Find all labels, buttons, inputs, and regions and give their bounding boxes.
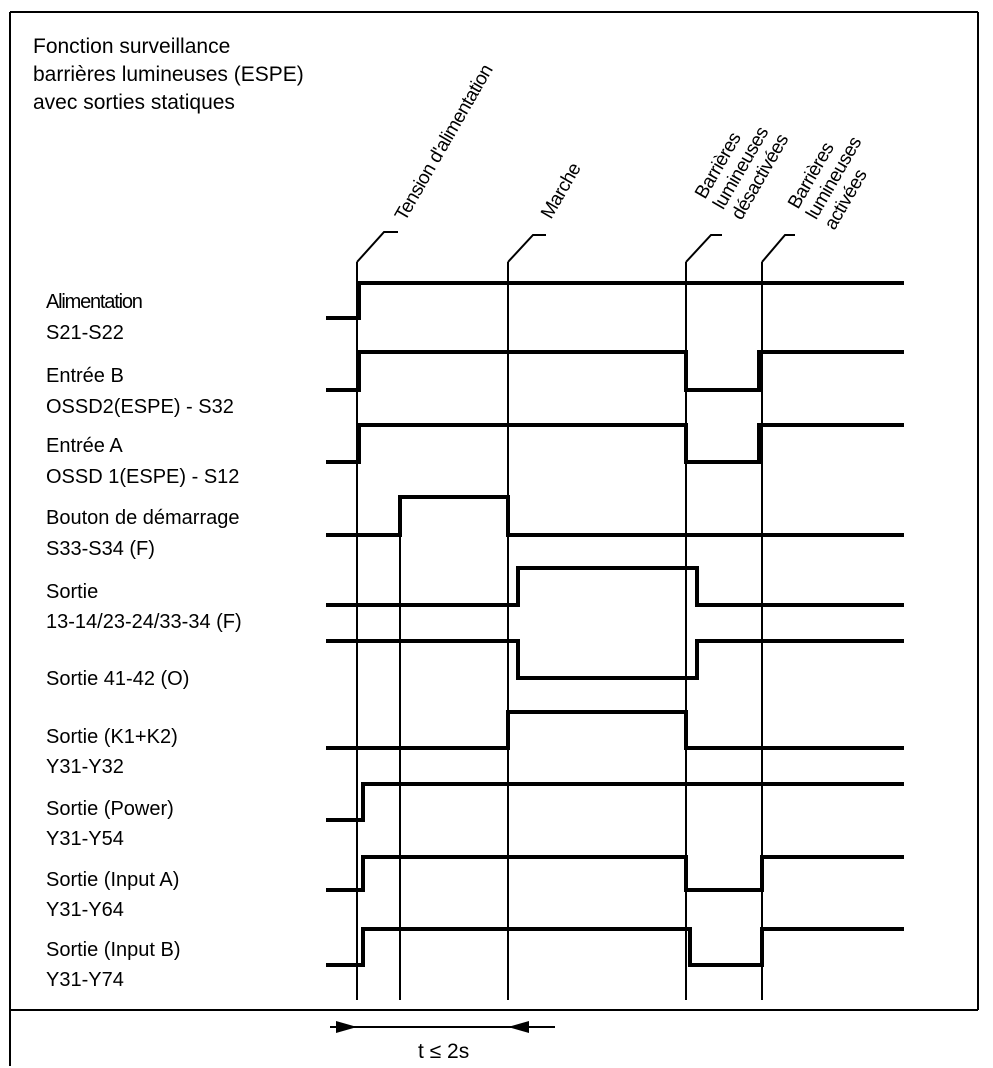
- waveforms: [326, 281, 904, 967]
- waveform-entree-a: [326, 423, 904, 464]
- signal-4-name: Bouton de démarrage: [46, 507, 239, 529]
- arrow-left-icon: [508, 1021, 529, 1033]
- signal-2-name: Entrée B: [46, 365, 124, 387]
- title-line-2: barrières lumineuses (ESPE): [33, 63, 304, 86]
- signal-5-name: Sortie: [46, 581, 98, 603]
- event-label-activated: Barrières lumineuses activées: [784, 134, 871, 234]
- diagram-frame: [9, 11, 979, 1066]
- arrow-right-icon: [336, 1021, 357, 1033]
- title-line-3: avec sorties statiques: [33, 91, 235, 114]
- event-label-start: Marche: [537, 160, 585, 223]
- signal-9-terminal: Y31-Y64: [46, 899, 124, 921]
- waveform-sortie-k1-k2: [326, 710, 904, 750]
- timing-dimension: t ≤ 2s: [330, 1021, 555, 1063]
- waveform-start-button: [326, 495, 904, 537]
- waveform-alimentation: [326, 281, 904, 320]
- title-line-1: Fonction surveillance: [33, 35, 230, 58]
- waveform-sortie-power: [326, 782, 904, 822]
- waveform-sortie-41-42: [326, 639, 904, 680]
- signal-8-name: Sortie (Power): [46, 798, 174, 820]
- signal-7-terminal: Y31-Y32: [46, 756, 124, 778]
- signal-10-terminal: Y31-Y74: [46, 969, 124, 991]
- signal-4-terminal: S33-S34 (F): [46, 538, 155, 560]
- signal-5-terminal: 13-14/23-24/33-34 (F): [46, 611, 242, 633]
- event-label-supply: Tension d'alimentation: [391, 61, 497, 224]
- signal-3-name: Entrée A: [46, 435, 123, 457]
- diagram-title: Fonction surveillance barrières lumineus…: [33, 35, 304, 114]
- signal-labels: Alimentation S21-S22 Entrée B OSSD2(ESPE…: [46, 291, 242, 991]
- signal-10-name: Sortie (Input B): [46, 939, 181, 961]
- waveform-sortie-f: [326, 566, 904, 607]
- waveform-entree-b: [326, 350, 904, 392]
- signal-6-name: Sortie 41-42 (O): [46, 668, 189, 690]
- signal-7-name: Sortie (K1+K2): [46, 726, 178, 748]
- waveform-sortie-input-b: [326, 927, 904, 967]
- signal-8-terminal: Y31-Y54: [46, 828, 124, 850]
- signal-2-terminal: OSSD2(ESPE) - S32: [46, 396, 234, 418]
- waveform-sortie-input-a: [326, 855, 904, 892]
- signal-1-name: Alimentation: [46, 291, 142, 313]
- event-labels: Tension d'alimentation Marche Barrières …: [391, 61, 871, 234]
- signal-1-terminal: S21-S22: [46, 322, 124, 344]
- event-start-text: Marche: [537, 160, 585, 223]
- event-markers: [356, 231, 795, 1000]
- timing-note: t ≤ 2s: [418, 1040, 469, 1063]
- event-label-deactivated: Barrières lumineuses désactivées: [691, 124, 793, 224]
- event-supply-text: Tension d'alimentation: [391, 61, 497, 224]
- signal-9-name: Sortie (Input A): [46, 869, 179, 891]
- signal-3-terminal: OSSD 1(ESPE) - S12: [46, 466, 239, 488]
